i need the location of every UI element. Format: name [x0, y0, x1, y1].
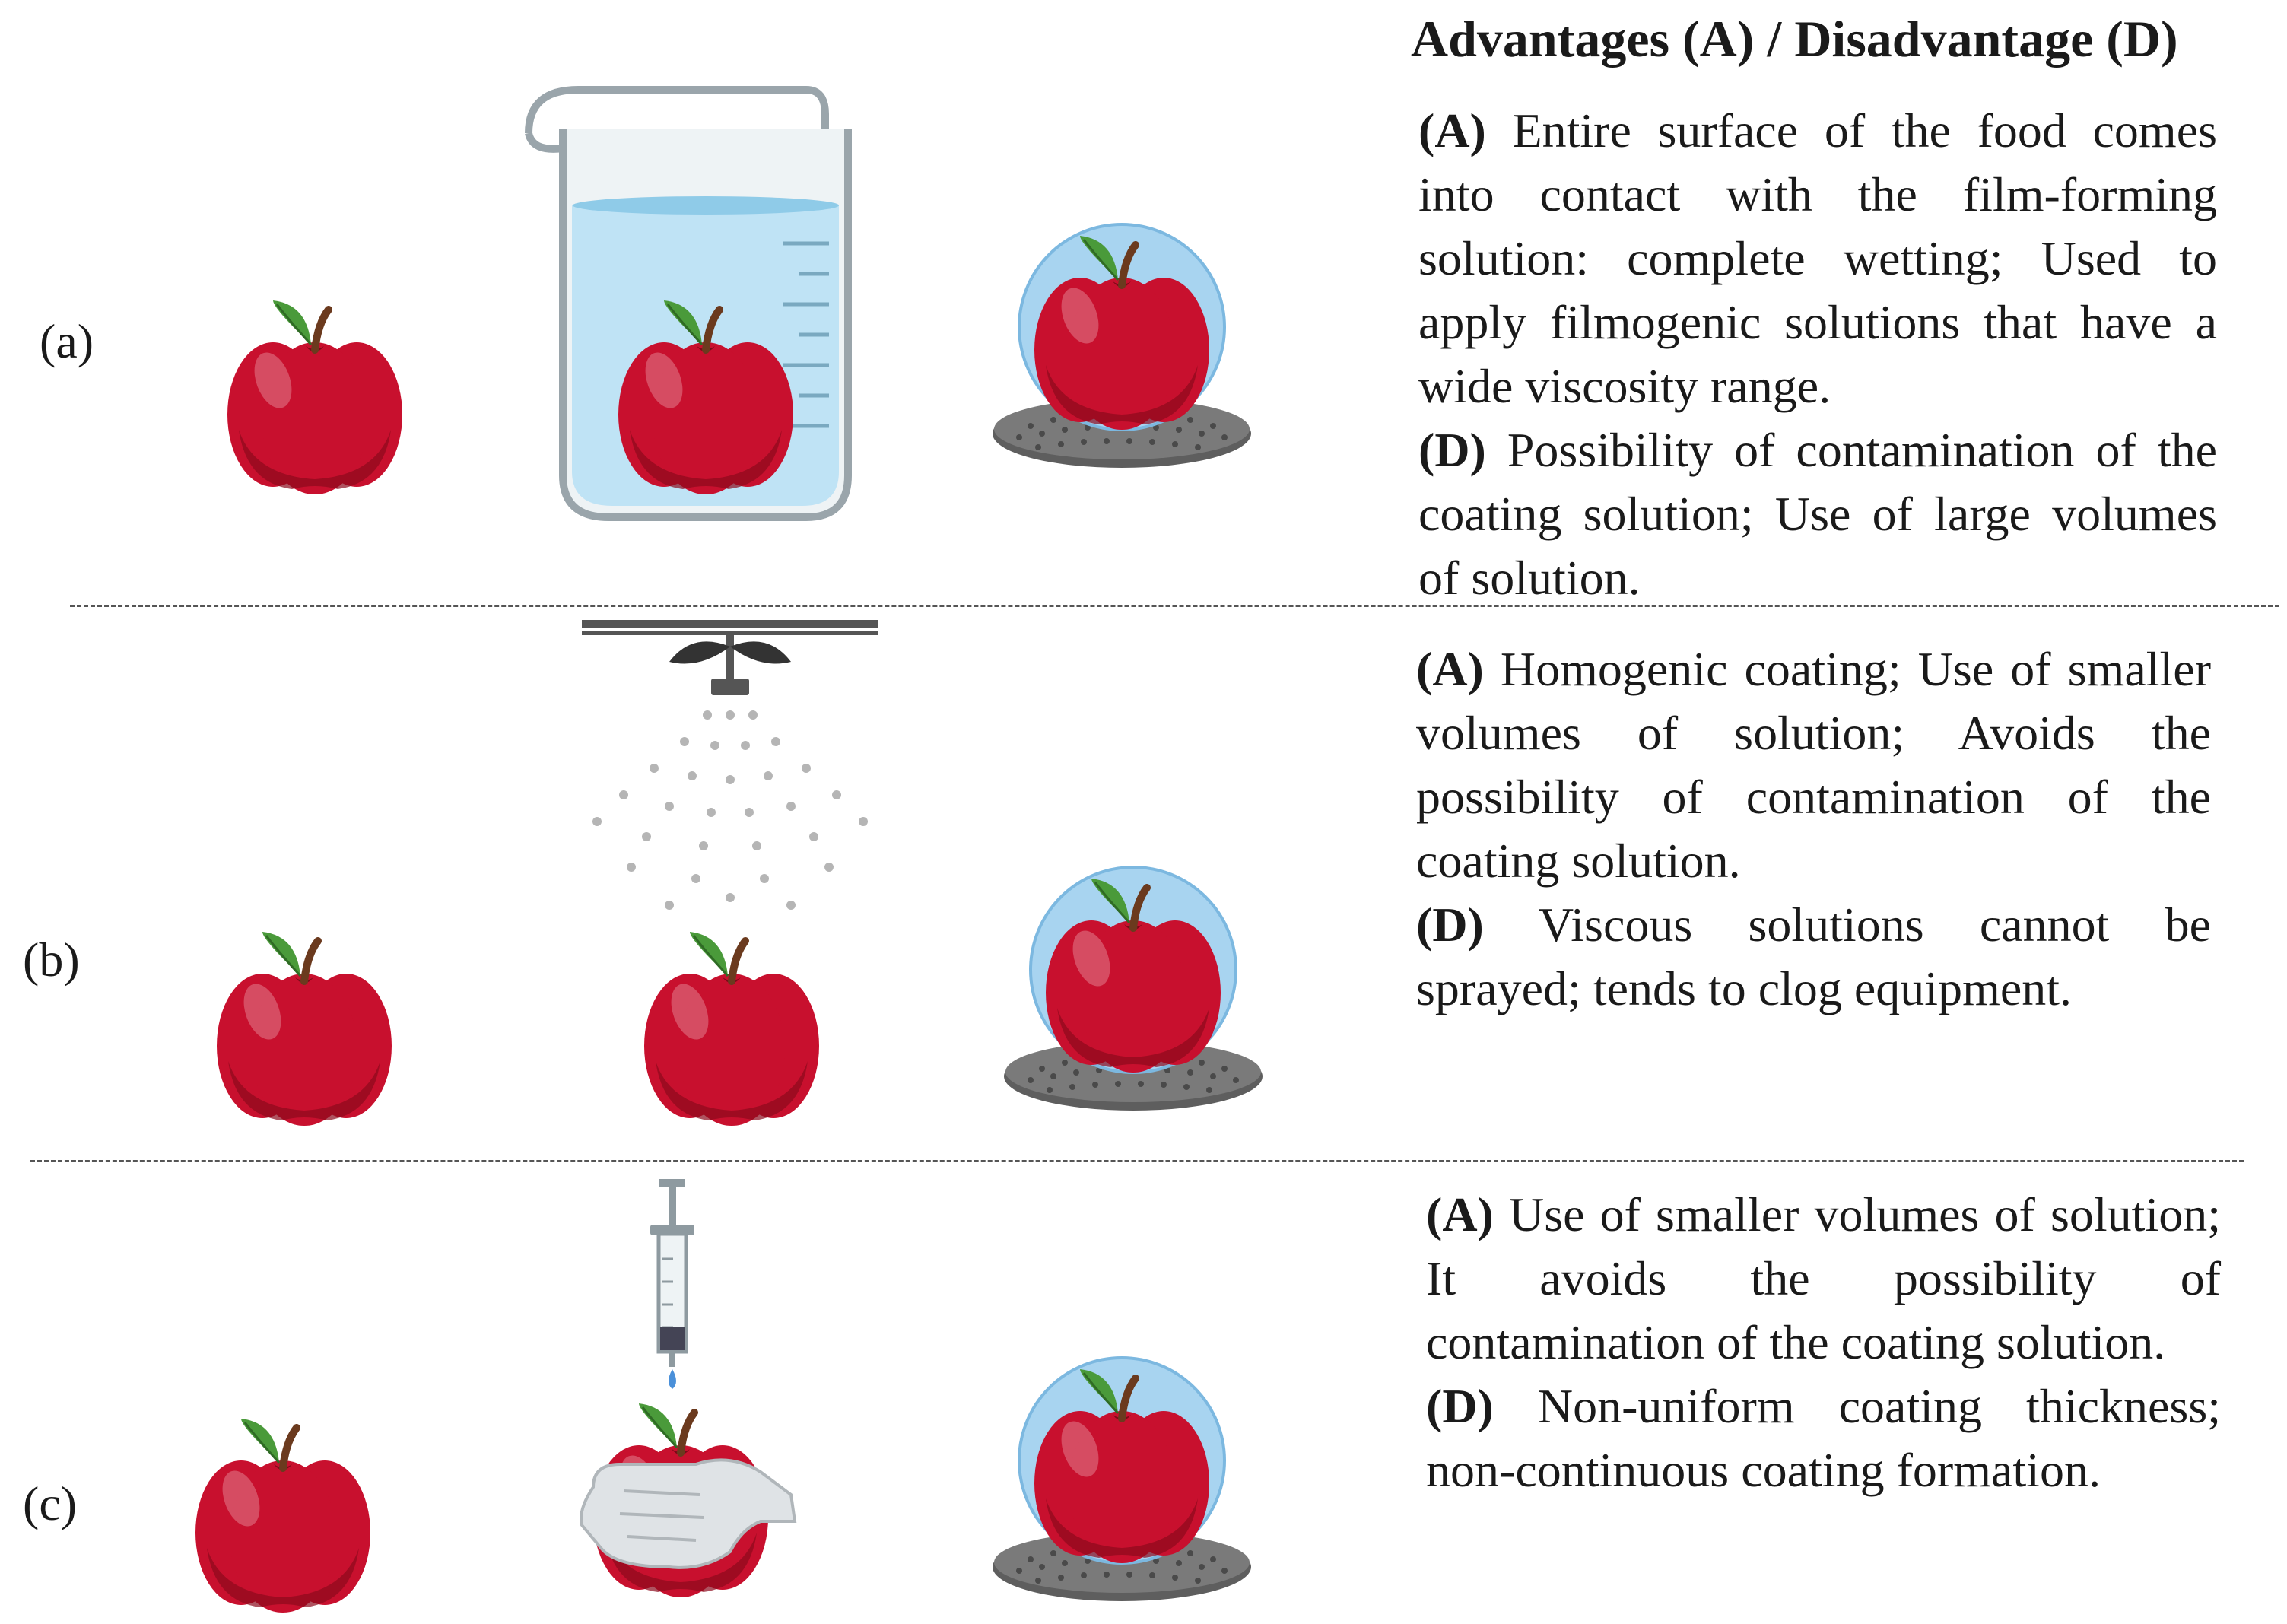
disadvantage-a: (D) Possibility of contamination of the … — [1418, 418, 2217, 610]
row-label-a: (a) — [40, 314, 94, 368]
gloved-hand-icon — [580, 1458, 797, 1569]
description-a: (A) Entire surface of the food comes int… — [1418, 99, 2217, 610]
advantage-text-c: Use of smaller volumes of solution; It a… — [1426, 1187, 2222, 1369]
advantage-c: (A) Use of smaller volumes of solution; … — [1426, 1183, 2221, 1375]
apple-icon — [227, 300, 402, 494]
syringe-icon — [650, 1179, 694, 1389]
row-divider-bc — [30, 1160, 2244, 1162]
disadvantage-text-a: Possibility of contamination of the coat… — [1418, 423, 2218, 605]
advantage-text-a: Entire surface of the food comes into co… — [1418, 103, 2218, 413]
row-label-c: (c) — [23, 1476, 78, 1530]
disadvantage-tag-c: (D) — [1426, 1379, 1494, 1433]
advantage-tag-c: (A) — [1426, 1187, 1494, 1241]
row-label-b: (b) — [23, 933, 80, 987]
advantage-tag-b: (A) — [1416, 642, 1484, 696]
disadvantage-tag-a: (D) — [1418, 423, 1486, 477]
disadvantage-text-b: Viscous solutions cannot be sprayed; ten… — [1416, 898, 2212, 1015]
advantage-a: (A) Entire surface of the food comes int… — [1418, 99, 2217, 418]
figure-heading: Advantages (A) / Disadvantage (D) — [1411, 10, 2178, 68]
advantage-b: (A) Homogenic coating; Use of smaller vo… — [1416, 637, 2211, 893]
advantage-text-b: Homogenic coating; Use of smaller volume… — [1416, 642, 2212, 888]
apple-icon — [217, 932, 392, 1126]
coating-bubble-icon — [993, 1358, 1251, 1601]
spray-nozzle-icon — [582, 620, 878, 910]
coating-bubble-icon — [993, 224, 1251, 468]
row-divider-ab — [70, 605, 2279, 607]
apple-icon — [644, 932, 819, 1126]
coating-bubble-icon — [1004, 867, 1263, 1111]
description-b: (A) Homogenic coating; Use of smaller vo… — [1416, 637, 2211, 1021]
disadvantage-text-c: Non-uniform coating thickness; non-conti… — [1426, 1379, 2221, 1497]
disadvantage-tag-b: (D) — [1416, 898, 1484, 952]
description-c: (A) Use of smaller volumes of solution; … — [1426, 1183, 2221, 1502]
advantage-tag-a: (A) — [1418, 103, 1486, 157]
apple-icon — [195, 1419, 370, 1613]
disadvantage-c: (D) Non-uniform coating thickness; non-c… — [1426, 1375, 2221, 1502]
disadvantage-b: (D) Viscous solutions cannot be sprayed;… — [1416, 893, 2211, 1021]
